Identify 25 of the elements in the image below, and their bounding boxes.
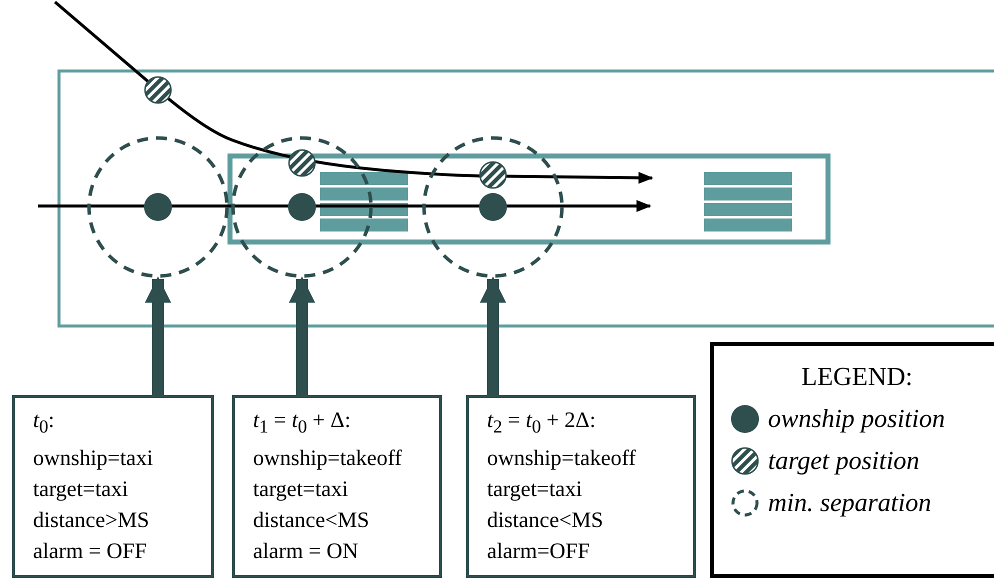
state-text: target=taxi: [487, 475, 584, 504]
state-text: t$_{1}$ = t$_{0}$ + Δ:: [253, 406, 352, 438]
state-text: target=taxi: [253, 475, 350, 504]
state-text: t$_{2}$ = t$_{0}$ + 2Δ:: [487, 406, 597, 438]
arrow: [480, 276, 506, 395]
state-text: target=taxi: [33, 475, 130, 504]
legend-title: LEGEND:: [800, 362, 914, 392]
state-text: distance<MS: [253, 506, 370, 534]
state-text: distance>MS: [33, 506, 150, 534]
legend-label: target position: [768, 446, 920, 476]
state-text: distance<MS: [487, 506, 604, 534]
state-text: ownship=taxi: [33, 444, 154, 472]
state-text: ownship=takeoff: [253, 444, 403, 472]
state-text: ownship=takeoff: [487, 444, 637, 472]
state-text: t$_{0}$:: [33, 406, 56, 438]
arrow: [288, 276, 316, 395]
legend-label: min. separation: [768, 488, 932, 518]
state-text: alarm=OFF: [487, 537, 591, 566]
legend-label: ownship position: [768, 404, 945, 434]
state-text: alarm = OFF: [33, 537, 148, 566]
state-text: alarm = ON: [253, 537, 360, 566]
arrow: [144, 276, 172, 395]
state-box: [12, 395, 214, 578]
state-box: [232, 395, 442, 578]
state-box: [466, 395, 696, 578]
